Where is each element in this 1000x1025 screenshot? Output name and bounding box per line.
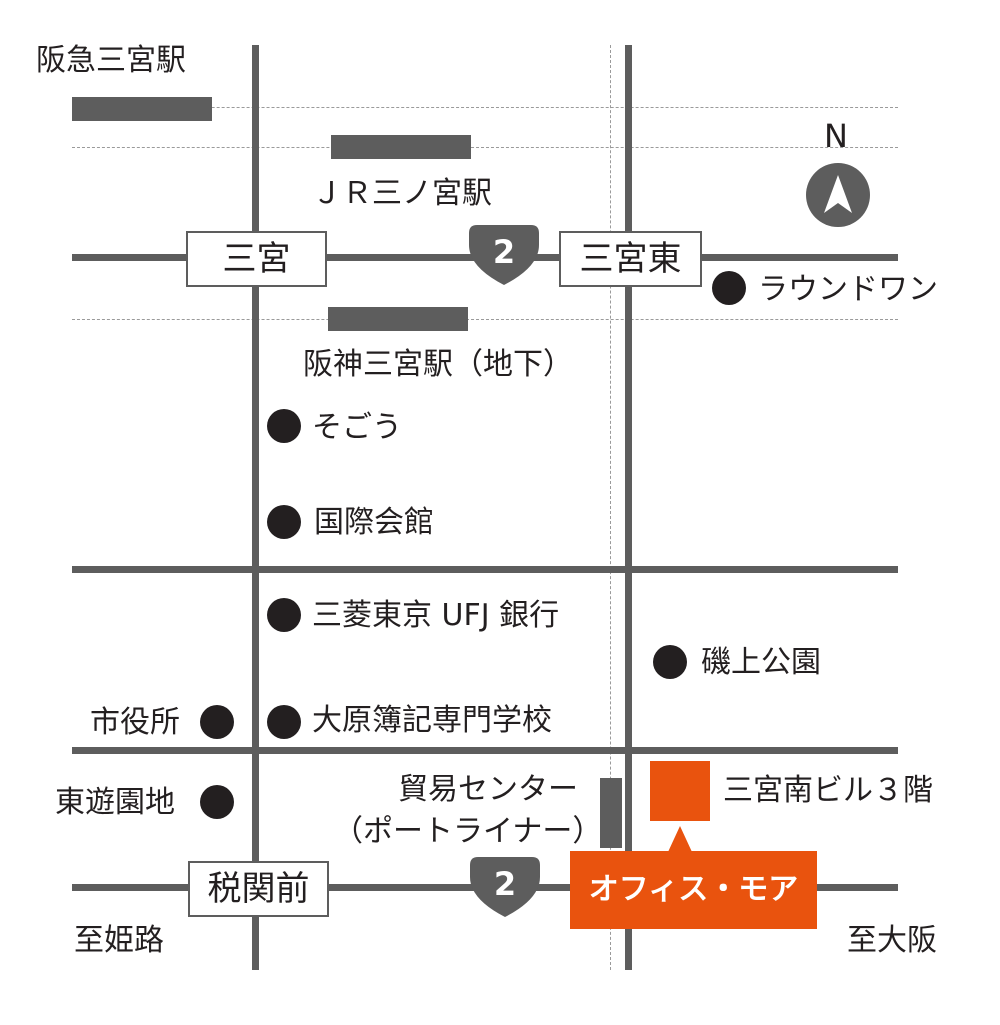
isogami-park-label: 磯上公園 — [701, 645, 821, 680]
route-2-lower-shield: 2 — [468, 855, 542, 919]
destination-callout-pointer — [668, 826, 692, 852]
hankyu-station-bar — [72, 97, 212, 121]
higashi-yuenchi-label: 東遊園地 — [55, 785, 175, 820]
north-arrow-icon — [824, 175, 852, 213]
zeikan-mae-intersection-box: 税関前 — [188, 861, 329, 917]
compass — [806, 163, 870, 227]
hanshin-station-label: 阪神三宮駅（地下） — [303, 347, 573, 382]
route-shield-icon: 2 — [470, 857, 540, 917]
hanshin-station-bar — [328, 307, 468, 331]
mufg-bank-label: 三菱東京 UFJ 銀行 — [312, 598, 560, 633]
direction-east-label: 至大阪 — [847, 923, 937, 958]
south-road — [72, 747, 898, 754]
kokusai-kaikan-marker-icon — [267, 505, 301, 539]
jr-rail-line — [72, 147, 898, 148]
port-liner-station-bar — [600, 778, 622, 848]
sannomiya-intersection-box: 三宮 — [186, 231, 327, 287]
sogo-label: そごう — [312, 410, 402, 445]
isogami-park-marker-icon — [653, 645, 687, 679]
sannomiya-higashi-intersection-box: 三宮東 — [559, 231, 702, 287]
middle-road — [72, 566, 898, 573]
port-liner-line — [610, 45, 611, 970]
route-2-upper-shield: 2 — [467, 223, 541, 287]
round-one-marker-icon — [712, 271, 746, 305]
hanshin-rail-line — [72, 319, 898, 320]
hankyu-rail-line — [72, 107, 898, 108]
east-vertical-road — [625, 45, 632, 970]
route-2-upper-number: 2 — [493, 233, 515, 271]
city-hall-marker-icon — [200, 705, 234, 739]
port-liner-label-line2: （ポートライナー） — [333, 814, 603, 849]
round-one-label: ラウンドワン — [758, 272, 938, 307]
kokusai-kaikan-label: 国際会館 — [314, 505, 434, 540]
mufg-bank-marker-icon — [267, 598, 301, 632]
west-vertical-road — [252, 45, 259, 970]
route-shield-icon: 2 — [469, 225, 539, 285]
ohara-school-label: 大原簿記専門学校 — [312, 703, 552, 738]
destination-building-marker-icon — [650, 761, 710, 821]
jr-station-bar — [331, 135, 471, 159]
destination-callout: オフィス・モア — [570, 851, 817, 929]
hankyu-station-label: 阪急三宮駅 — [36, 43, 186, 78]
city-hall-label: 市役所 — [90, 705, 180, 740]
sogo-marker-icon — [267, 409, 301, 443]
higashi-yuenchi-marker-icon — [200, 785, 234, 819]
jr-station-label: ＪＲ三ノ宮駅 — [312, 176, 492, 211]
route-2-lower-number: 2 — [494, 865, 516, 903]
destination-building-label: 三宮南ビル３階 — [723, 773, 933, 808]
ohara-school-marker-icon — [267, 705, 301, 739]
compass-north-label: N — [824, 117, 848, 155]
port-liner-label-line1: 貿易センター — [398, 772, 578, 807]
direction-west-label: 至姫路 — [74, 923, 164, 958]
